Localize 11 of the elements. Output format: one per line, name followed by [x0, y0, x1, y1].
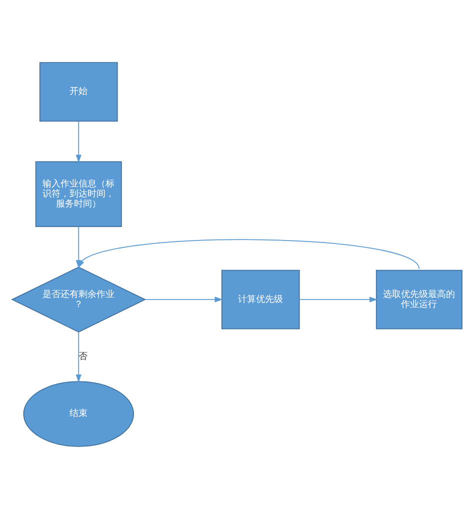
node-box: 选取优先级最高的作业运行 — [376, 269, 462, 329]
node-box: 计算优先级 — [221, 269, 300, 329]
arrow — [76, 331, 82, 382]
node-box: 输入作业信息（标识符，到达时间，服务时间） — [35, 160, 122, 227]
node-ellipse: 结束 — [23, 380, 134, 446]
node-diamond: 是否还有剩余作业？ — [11, 266, 146, 332]
node-box: 开始 — [39, 62, 118, 122]
arrow — [76, 120, 82, 162]
arrow — [299, 296, 378, 302]
arrow — [78, 238, 420, 269]
arrow — [145, 296, 223, 302]
